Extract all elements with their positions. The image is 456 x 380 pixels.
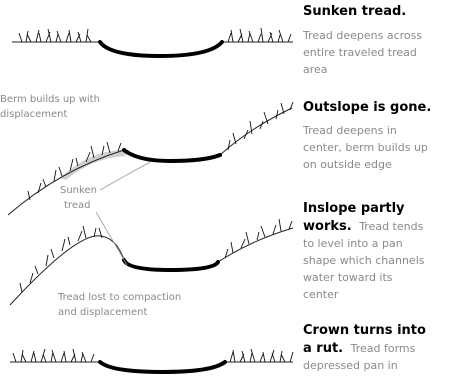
section-1: Sunken tread. Tread deepens across entir… — [302, 4, 422, 76]
tread-line-3 — [122, 258, 220, 273]
section-1-body-line-1: Tread deepens across — [302, 29, 422, 42]
callout-sunken: Sunken tread — [60, 185, 97, 211]
section-4-line-2: a rut. Tread forms — [303, 341, 416, 356]
section-2-body-line-3: on outside edge — [303, 158, 392, 171]
section-3-body-line-1: Tread tends — [358, 220, 423, 233]
section-2-body-line-2: center, berm builds up — [303, 141, 428, 154]
callout-berm-line-2: displacement — [0, 109, 67, 120]
callout-lost-line-2: and displacement — [58, 307, 147, 318]
profile-sunken-tread — [12, 27, 293, 59]
callout-sunken-line-2: tread — [64, 200, 90, 211]
section-3-heading-line-2: works. — [303, 219, 352, 234]
tread-line-1 — [98, 40, 224, 59]
section-1-body-line-2: entire traveled tread — [303, 46, 417, 59]
section-3-heading-line-1: Inslope partly — [303, 201, 405, 216]
callout-sunken-line-1: Sunken — [60, 185, 97, 196]
section-4-heading-line-1: Crown turns into — [303, 323, 426, 338]
grass-left-2 — [27, 141, 122, 201]
section-3-line-2: works. Tread tends — [303, 219, 424, 234]
section-3-body-line-5: center — [303, 288, 339, 301]
tread-line-4 — [98, 360, 227, 375]
grass-left-4 — [12, 348, 95, 363]
leader-sunken — [99, 161, 151, 191]
section-1-heading-line-1: Sunken tread. — [303, 4, 406, 19]
section-4-body-line-2: depressed pan in — [303, 359, 398, 372]
callout-lost-line-1: Tread lost to compaction — [57, 292, 181, 303]
section-3-body-line-3: shape which channels — [303, 254, 425, 267]
leader-lines — [95, 161, 151, 266]
section-1-body-line-3: area — [303, 63, 328, 76]
section-2-body-line-1: Tread deepens in — [302, 124, 397, 137]
grass-left-1 — [18, 28, 92, 43]
callout-berm-line-1: Berm builds up with — [0, 94, 100, 105]
grass-left-3 — [19, 225, 103, 293]
callout-berm: Berm builds up with displacement — [0, 94, 100, 120]
profile-crown-rut — [10, 348, 294, 375]
grass-right-1 — [227, 27, 292, 43]
grass-right-4 — [229, 348, 294, 363]
section-4-body-line-1: Tread forms — [350, 342, 416, 355]
grass-right-2 — [227, 101, 294, 151]
section-3-body-line-4: water toward its — [303, 271, 393, 284]
leader-lost — [95, 211, 128, 266]
tread-line-2 — [122, 148, 222, 164]
section-3: Inslope partly works. Tread tends to lev… — [303, 201, 425, 301]
section-4: Crown turns into a rut. Tread forms depr… — [303, 323, 426, 372]
profile-inslope — [9, 218, 294, 306]
section-2: Outslope is gone. Tread deepens in cente… — [302, 100, 431, 171]
grass-right-3 — [224, 218, 293, 259]
callout-lost: Tread lost to compaction and displacemen… — [57, 292, 181, 318]
section-4-heading-line-2: a rut. — [303, 341, 343, 356]
section-3-body-line-2: to level into a pan — [303, 237, 403, 250]
section-2-heading-line-1: Outslope is gone. — [303, 100, 431, 115]
berm-fill — [60, 150, 126, 180]
profile-outslope-gone — [7, 101, 294, 216]
